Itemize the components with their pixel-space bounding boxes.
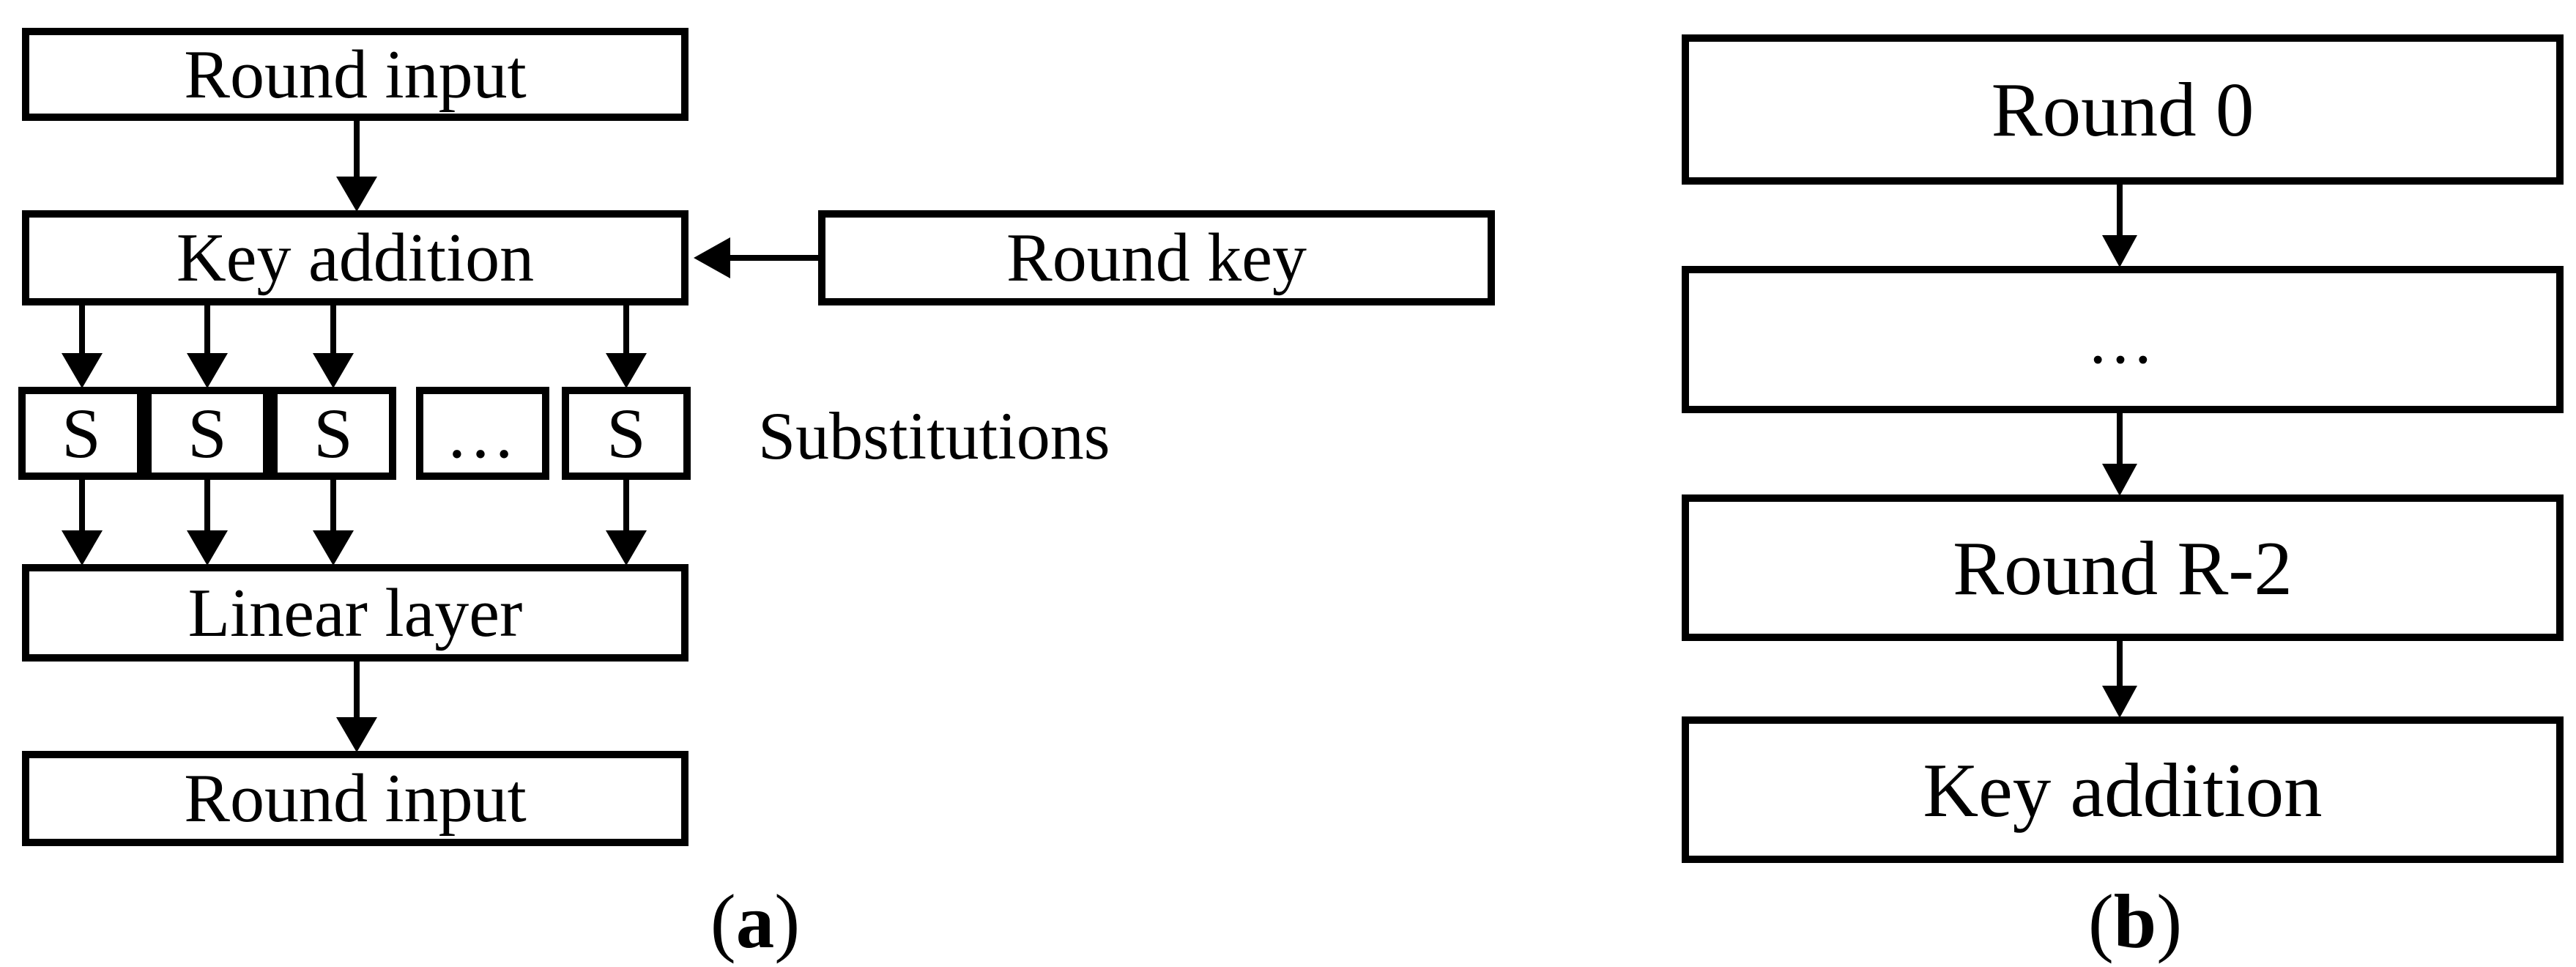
arrow-shaft xyxy=(354,662,360,722)
arrow-head xyxy=(606,353,647,388)
sbox-3-label: S xyxy=(313,393,353,473)
box-sbox-2: S xyxy=(144,387,270,480)
sbox-1-label: S xyxy=(62,393,101,473)
down-arrow-icon xyxy=(185,480,229,566)
arrow-head xyxy=(2102,235,2137,267)
box-linear-layer: Linear layer xyxy=(22,564,688,662)
box-sbox-1: S xyxy=(18,387,144,480)
box-round-r-minus-2: Round R-2 xyxy=(1682,494,2564,641)
arrow-shaft xyxy=(623,480,629,535)
arrow-shaft xyxy=(79,305,85,357)
arrow-shaft xyxy=(330,305,336,357)
round-input-bottom-label: Round input xyxy=(184,760,527,837)
down-arrow-icon xyxy=(60,305,104,388)
caption-b-close-paren: ) xyxy=(2156,878,2183,964)
arrow-head xyxy=(606,530,647,566)
caption-b-letter: b xyxy=(2113,878,2157,964)
caption-a-open-paren: ( xyxy=(710,878,736,964)
substitutions-label: Substitutions xyxy=(758,399,1110,473)
down-arrow-icon xyxy=(2098,641,2142,718)
down-arrow-icon xyxy=(335,121,379,212)
round-key-label: Round key xyxy=(1006,220,1307,296)
down-arrow-icon xyxy=(604,305,648,388)
round-input-top-label: Round input xyxy=(184,36,527,113)
arrow-head xyxy=(2102,464,2137,496)
arrow-shaft xyxy=(79,480,85,535)
arrow-head xyxy=(62,530,103,566)
arrow-shaft xyxy=(2117,185,2123,240)
down-arrow-icon xyxy=(311,305,355,388)
down-arrow-icon xyxy=(185,305,229,388)
box-key-addition-b: Key addition xyxy=(1682,716,2564,863)
arrow-shaft xyxy=(623,305,629,357)
box-rounds-ellipsis: … xyxy=(1682,266,2564,413)
left-arrow-icon xyxy=(694,234,818,281)
arrow-head xyxy=(694,237,730,278)
caption-b-open-paren: ( xyxy=(2087,878,2114,964)
arrow-head xyxy=(187,530,228,566)
sbox-4-label: S xyxy=(606,393,646,473)
arrow-shaft xyxy=(2117,641,2123,690)
down-arrow-icon xyxy=(2098,185,2142,267)
arrow-head xyxy=(2102,686,2137,718)
down-arrow-icon xyxy=(311,480,355,566)
box-round-input-top: Round input xyxy=(22,28,688,121)
caption-a-close-paren: ) xyxy=(774,878,801,964)
key-addition-a-label: Key addition xyxy=(176,220,535,296)
down-arrow-icon xyxy=(2098,413,2142,496)
arrow-shaft xyxy=(727,255,818,261)
box-sbox-3: S xyxy=(270,387,396,480)
down-arrow-icon xyxy=(604,480,648,566)
down-arrow-icon xyxy=(335,662,379,752)
caption-a-letter: a xyxy=(735,878,775,964)
sbox-2-label: S xyxy=(188,393,227,473)
caption-b: (b) xyxy=(2088,883,2182,960)
linear-layer-label: Linear layer xyxy=(188,574,523,651)
arrow-head xyxy=(62,353,103,388)
round-0-label: Round 0 xyxy=(1991,67,2254,152)
key-addition-b-label: Key addition xyxy=(1923,746,2323,833)
box-round-key: Round key xyxy=(818,210,1495,305)
arrow-shaft xyxy=(330,480,336,535)
down-arrow-icon xyxy=(60,480,104,566)
arrow-head xyxy=(187,353,228,388)
box-sbox-ellipsis: … xyxy=(416,387,549,480)
arrow-head xyxy=(336,717,377,752)
arrow-shaft xyxy=(354,121,360,181)
round-r-minus-2-label: Round R-2 xyxy=(1953,525,2293,611)
arrow-head xyxy=(313,530,354,566)
arrow-shaft xyxy=(204,480,210,535)
box-round-0: Round 0 xyxy=(1682,34,2564,185)
arrow-shaft xyxy=(204,305,210,357)
box-sbox-4: S xyxy=(562,387,691,480)
box-round-input-bottom: Round input xyxy=(22,751,688,846)
arrow-head xyxy=(313,353,354,388)
box-key-addition-a: Key addition xyxy=(22,210,688,305)
sbox-ellipsis-label: … xyxy=(445,393,520,473)
caption-a: (a) xyxy=(710,883,800,960)
rounds-ellipsis-label: … xyxy=(2087,302,2159,377)
arrow-head xyxy=(336,177,377,212)
arrow-shaft xyxy=(2117,413,2123,468)
